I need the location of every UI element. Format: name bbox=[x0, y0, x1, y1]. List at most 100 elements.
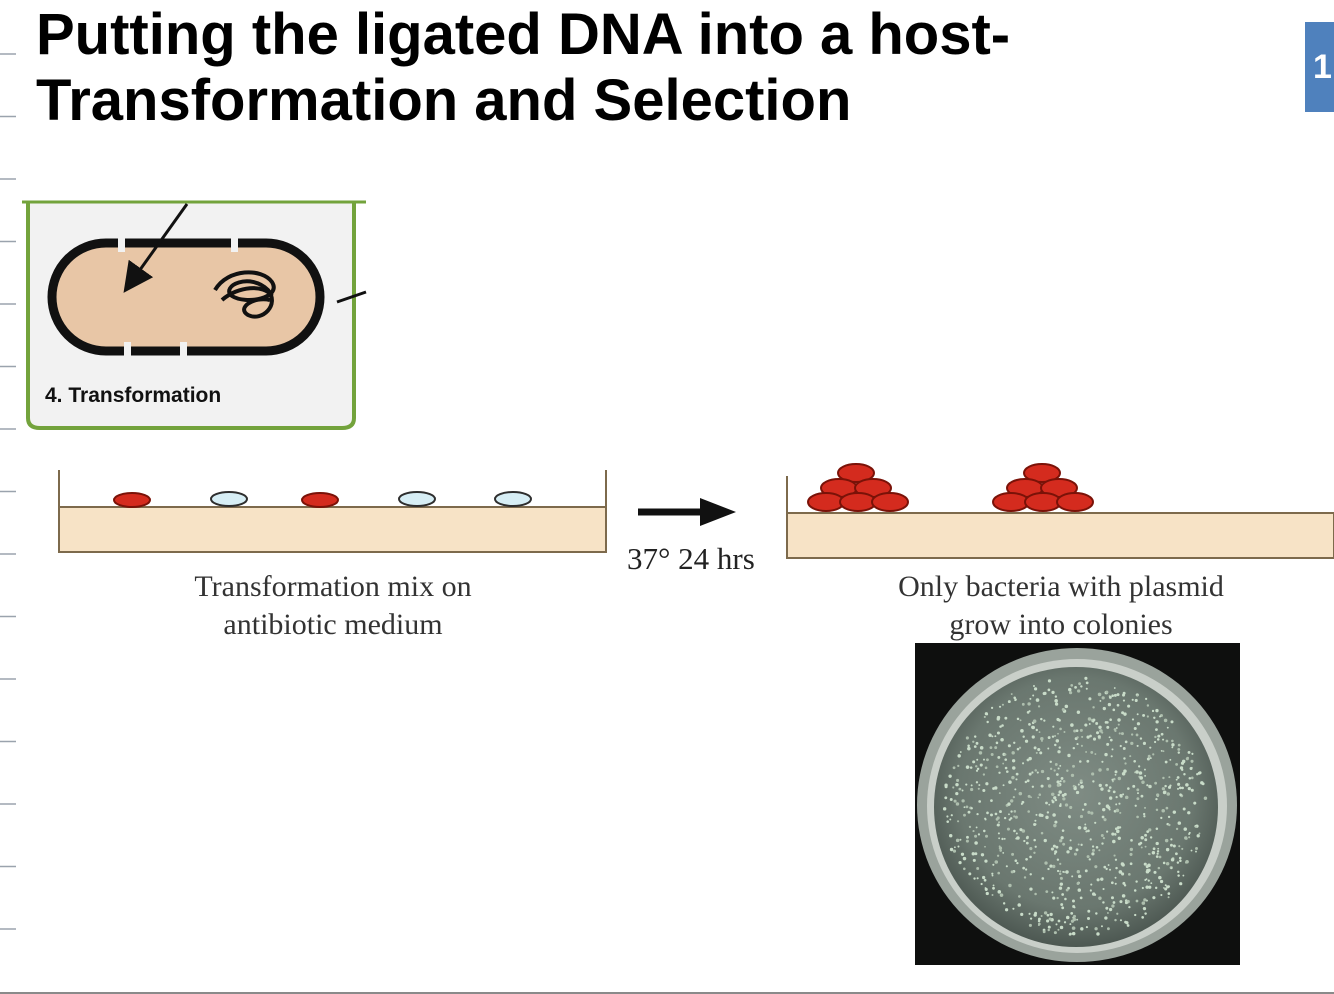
colony-dot bbox=[1053, 823, 1057, 828]
colony-dot bbox=[1035, 813, 1038, 816]
colony-dot bbox=[1002, 852, 1005, 854]
colony-dot bbox=[1002, 762, 1005, 765]
colony-dot bbox=[1072, 764, 1075, 768]
colony-dot bbox=[949, 847, 954, 852]
colony-dot bbox=[1086, 735, 1090, 739]
colony-dot bbox=[952, 786, 955, 789]
colony-dot bbox=[1029, 847, 1033, 851]
colony-dot bbox=[957, 845, 960, 848]
colony-dot bbox=[1036, 771, 1039, 774]
colony-dot bbox=[956, 778, 960, 782]
colony-dot bbox=[1136, 694, 1139, 697]
colony-dot bbox=[1034, 845, 1037, 848]
colony-dot bbox=[1098, 768, 1102, 772]
colony-dot bbox=[1015, 837, 1018, 840]
colony-dot bbox=[994, 860, 999, 864]
colony-dot bbox=[1108, 786, 1112, 789]
transformed-cell bbox=[113, 492, 151, 508]
incubation-arrow bbox=[638, 498, 736, 526]
colony-dot bbox=[1041, 877, 1045, 880]
colony-dot bbox=[1126, 924, 1130, 927]
colony-dot bbox=[1106, 721, 1109, 724]
page-number-badge: 1 bbox=[1305, 22, 1334, 112]
colony-dot bbox=[1059, 870, 1062, 873]
colony-dot bbox=[1171, 739, 1174, 743]
colony-dot bbox=[1017, 903, 1021, 907]
colony-dot bbox=[1156, 738, 1160, 741]
colony-dot bbox=[1098, 849, 1101, 852]
colony-dot bbox=[1096, 731, 1100, 735]
colony-dot bbox=[969, 766, 973, 769]
colony-dot bbox=[1024, 780, 1028, 784]
colony-dot bbox=[1187, 750, 1191, 754]
colony-dot bbox=[1200, 781, 1204, 785]
colony-dot bbox=[1015, 772, 1019, 776]
colony-dot bbox=[1033, 823, 1037, 827]
colony-dot bbox=[1010, 693, 1013, 696]
colony-dot bbox=[1047, 679, 1052, 683]
right-caption-line-2: grow into colonies bbox=[949, 608, 1172, 641]
colony-dot bbox=[1114, 876, 1117, 879]
colony-dot bbox=[1073, 729, 1077, 733]
colony-dot bbox=[1111, 832, 1115, 836]
colony-dot bbox=[1047, 688, 1051, 692]
colony-dot bbox=[1013, 741, 1016, 744]
colony-dot bbox=[1171, 746, 1174, 749]
colony-dot bbox=[1081, 808, 1085, 811]
colony-dot bbox=[1083, 826, 1087, 831]
colony-dot bbox=[1028, 772, 1032, 776]
colony-dot bbox=[1088, 858, 1091, 861]
colony-dot bbox=[1071, 926, 1076, 930]
colony-dot bbox=[1177, 874, 1180, 877]
colony-dot bbox=[946, 815, 949, 818]
transformation-label: 4. Transformation bbox=[45, 384, 221, 407]
colony-dot bbox=[1059, 839, 1063, 843]
colony-dot bbox=[1100, 834, 1104, 838]
colony-dot bbox=[1142, 713, 1146, 717]
colony-dot bbox=[991, 735, 994, 738]
colony-dot bbox=[971, 852, 975, 856]
colony-dot bbox=[1007, 700, 1011, 704]
colony-dot bbox=[1013, 829, 1016, 833]
colony-dot bbox=[1064, 803, 1069, 807]
colony-dot bbox=[1027, 794, 1031, 798]
colony-dot bbox=[1170, 843, 1173, 847]
colony-dot bbox=[1130, 839, 1133, 842]
colony-dot bbox=[1203, 796, 1208, 800]
colony-dot bbox=[1148, 828, 1152, 832]
colony-dot bbox=[1103, 865, 1107, 869]
colony-dot bbox=[1167, 896, 1170, 899]
colony-dot bbox=[1092, 706, 1095, 709]
colony-dot bbox=[952, 849, 957, 853]
colony-dot bbox=[960, 852, 965, 856]
colony-dot bbox=[1167, 815, 1171, 819]
colony-dot bbox=[1033, 838, 1036, 842]
colony-dot bbox=[1046, 919, 1050, 923]
colony-dot bbox=[1012, 795, 1016, 799]
colony-dot bbox=[955, 838, 960, 843]
colony-dot bbox=[1091, 772, 1095, 776]
colony-dot bbox=[1013, 696, 1016, 700]
colony-dot bbox=[1038, 731, 1041, 734]
colony-dot bbox=[1049, 864, 1053, 868]
colony-dot bbox=[1030, 796, 1032, 799]
colony-dot bbox=[1067, 753, 1071, 758]
colony-dot bbox=[1121, 711, 1125, 715]
colony-dot bbox=[953, 846, 956, 849]
colony-dot bbox=[1026, 779, 1030, 783]
colony-dot bbox=[1183, 827, 1188, 831]
colony-dot bbox=[1130, 741, 1134, 746]
colony-dot bbox=[1022, 762, 1025, 765]
colony-dot bbox=[1045, 890, 1049, 893]
colony-dot bbox=[1006, 827, 1010, 831]
colony-dot bbox=[1188, 836, 1191, 839]
colony-dot bbox=[1061, 906, 1065, 910]
colony-dot bbox=[1025, 857, 1028, 861]
colony-dot bbox=[1175, 762, 1179, 766]
colony-dot bbox=[975, 765, 978, 768]
colony-dot bbox=[974, 834, 978, 838]
colony-dot bbox=[1052, 896, 1056, 900]
colony-dot bbox=[1047, 928, 1050, 932]
colony-dot bbox=[1155, 841, 1159, 846]
colony-dot bbox=[955, 792, 959, 796]
